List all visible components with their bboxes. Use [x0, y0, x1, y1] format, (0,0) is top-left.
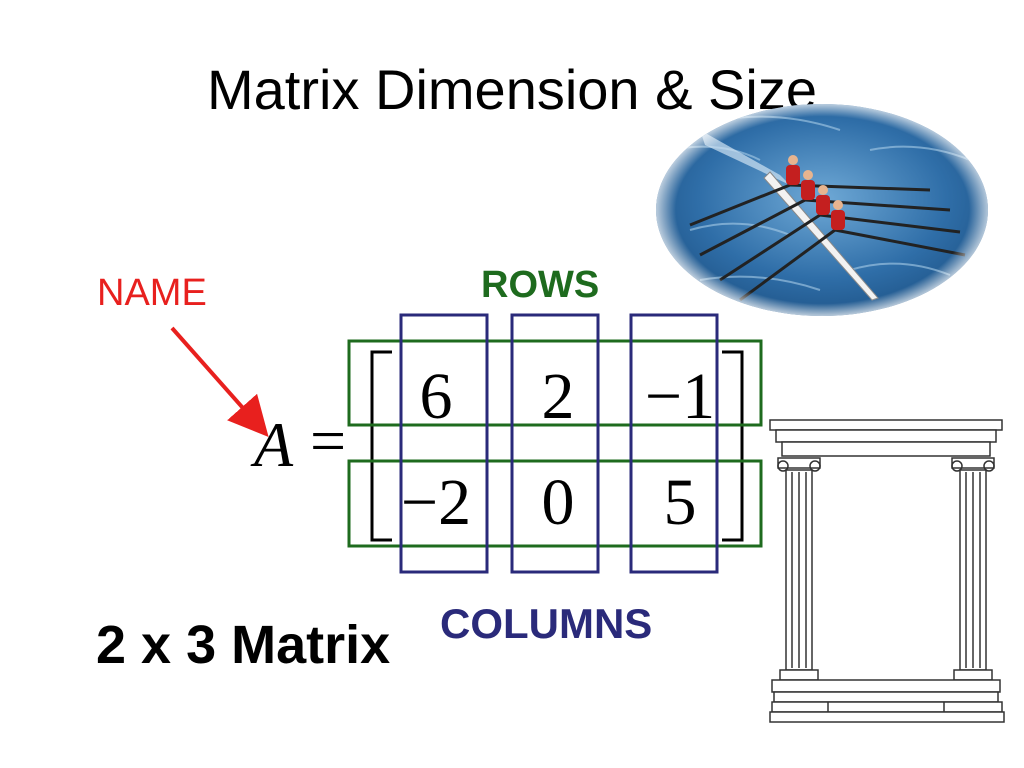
name-label: NAME — [97, 272, 207, 314]
rows-label: ROWS — [481, 264, 600, 306]
row-box-1 — [347, 339, 763, 427]
column-box-1 — [399, 313, 489, 574]
matrix-cell-r1c1: 6 — [419, 360, 453, 433]
matrix-cell-r2c2: 0 — [541, 466, 575, 539]
matrix-cell-r1c2: 2 — [541, 360, 575, 433]
equals-sign: = — [310, 405, 347, 476]
matrix-variable: A — [254, 409, 294, 480]
column-box-2 — [510, 313, 600, 574]
matrix-size-label: 2 x 3 Matrix — [96, 615, 391, 675]
columns-label: COLUMNS — [440, 600, 653, 647]
row-box-2 — [347, 459, 763, 548]
matrix-cell-r1c3: −1 — [644, 360, 716, 433]
matrix-cell-r2c3: 5 — [663, 466, 697, 539]
matrix-cell-r2c1: −2 — [400, 466, 472, 539]
slide-title: Matrix Dimension & Size — [207, 58, 817, 121]
column-box-3 — [629, 313, 719, 574]
